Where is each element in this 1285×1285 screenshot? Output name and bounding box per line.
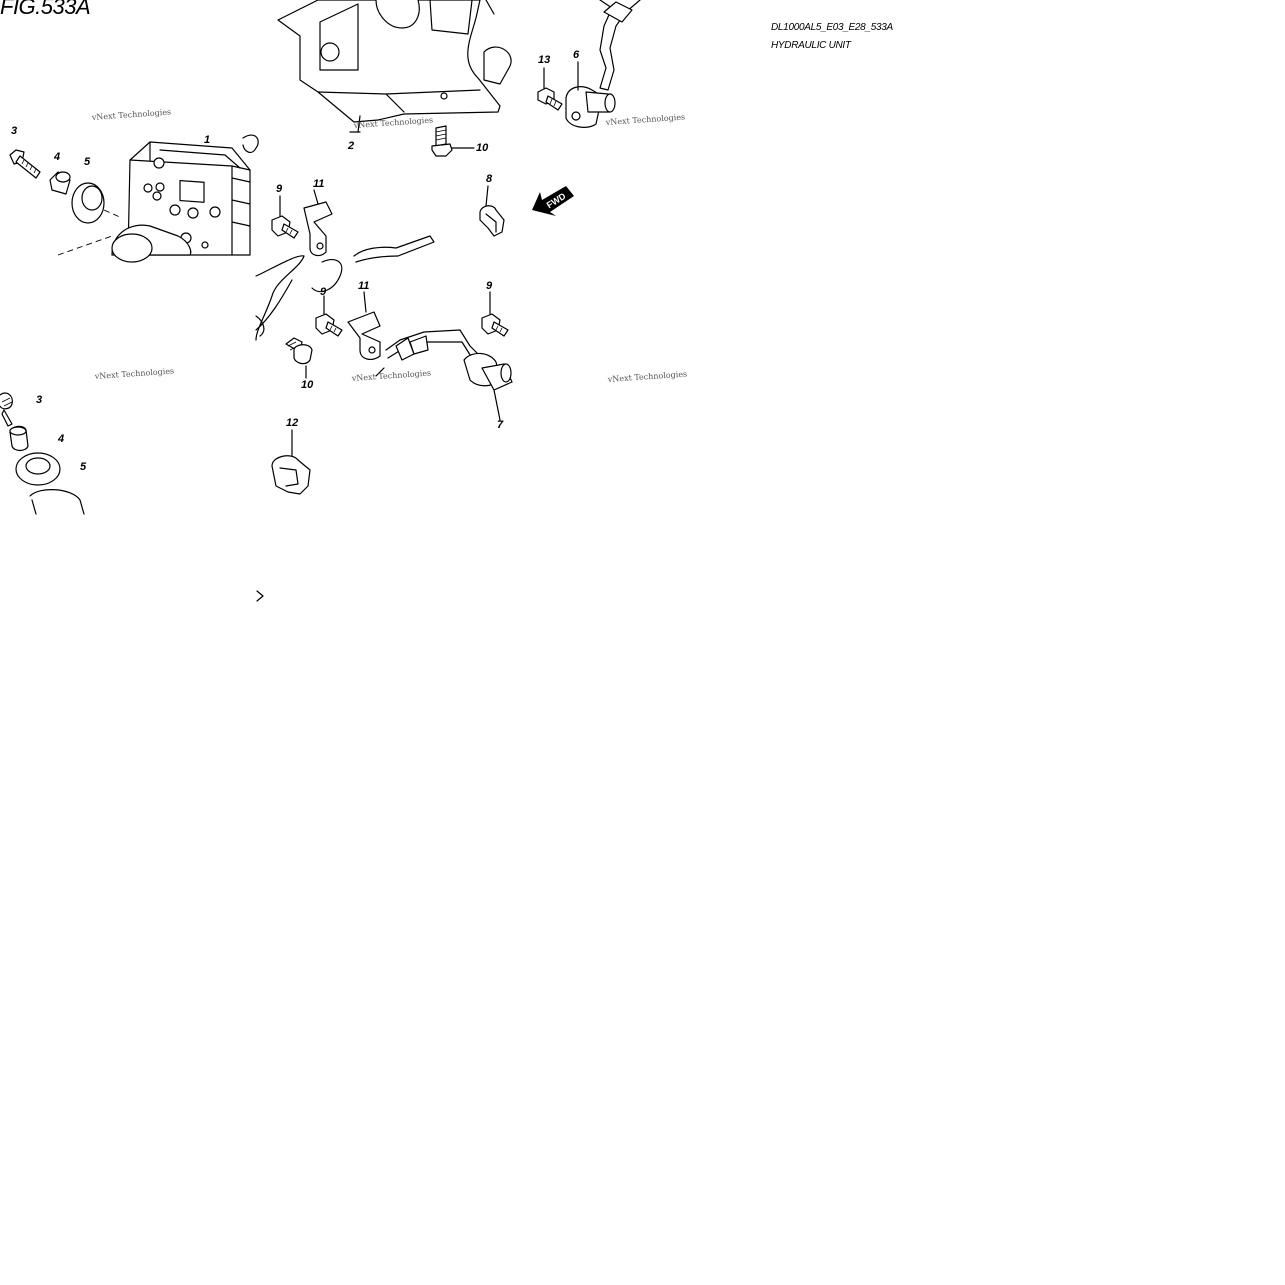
figure-title: FIG.533A bbox=[0, 0, 91, 19]
watermark: vNext Technologies bbox=[91, 107, 172, 122]
hydraulic-unit-drawing bbox=[57, 134, 259, 263]
callout-4-lower: 4 bbox=[57, 433, 64, 445]
callout-3-upper: 3 bbox=[11, 125, 17, 137]
bolt-10-lower bbox=[285, 337, 313, 379]
callout-1: 1 bbox=[204, 134, 210, 146]
callout-11-lower: 11 bbox=[358, 280, 369, 292]
callout-13: 13 bbox=[538, 54, 550, 66]
clamp-8 bbox=[479, 185, 505, 237]
hose-7 bbox=[375, 329, 513, 421]
callout-9-upper-left: 9 bbox=[276, 183, 283, 195]
callout-5-upper: 5 bbox=[84, 156, 91, 168]
bracket-2 bbox=[277, 0, 512, 133]
clamp-11-lower bbox=[347, 291, 381, 360]
bolt-9-right bbox=[481, 291, 509, 337]
callout-3-lower: 3 bbox=[36, 394, 42, 406]
callout-5-lower: 5 bbox=[80, 461, 87, 473]
watermark: vNext Technologies bbox=[607, 369, 688, 384]
callout-9-middle: 9 bbox=[320, 286, 327, 298]
callout-9-right: 9 bbox=[486, 280, 493, 292]
bolt-3-upper bbox=[9, 149, 41, 179]
callout-10-lower: 10 bbox=[301, 379, 314, 391]
clamp-12 bbox=[271, 429, 311, 495]
callout-12: 12 bbox=[286, 417, 298, 429]
cushion-5-upper bbox=[71, 182, 123, 224]
bolt-3-lower bbox=[0, 392, 13, 427]
callout-labels: 1 2 3 4 5 3 4 5 6 7 8 9 9 9 10 10 11 11 … bbox=[11, 49, 580, 473]
clamp-11-upper bbox=[303, 189, 333, 257]
collar-4-upper bbox=[49, 171, 71, 195]
watermark: vNext Technologies bbox=[94, 366, 175, 381]
callout-7: 7 bbox=[497, 419, 504, 431]
fwd-arrow: FWD bbox=[532, 186, 574, 216]
callout-8: 8 bbox=[486, 173, 493, 185]
callout-2: 2 bbox=[347, 140, 354, 152]
cushion-5-lower bbox=[15, 452, 85, 515]
bolt-9-middle bbox=[315, 295, 343, 337]
callout-10-upper: 10 bbox=[476, 142, 489, 154]
diagram-name: HYDRAULIC UNIT bbox=[771, 40, 851, 51]
hose-route bbox=[255, 235, 435, 341]
callout-4-upper: 4 bbox=[53, 151, 60, 163]
bolt-13 bbox=[537, 67, 563, 111]
watermark: vNext Technologies bbox=[605, 112, 686, 127]
bolt-9-upper-left bbox=[271, 195, 299, 239]
pipe-6 bbox=[565, 0, 641, 128]
continue-mark bbox=[256, 590, 264, 602]
diagram-code: DL1000AL5_E03_E28_533A bbox=[771, 22, 893, 33]
bolt-10-upper bbox=[431, 125, 475, 157]
callout-11-upper: 11 bbox=[313, 178, 324, 190]
callout-6: 6 bbox=[573, 49, 580, 61]
collar-4-lower bbox=[9, 425, 29, 452]
watermark: vNext Technologies bbox=[351, 368, 432, 383]
